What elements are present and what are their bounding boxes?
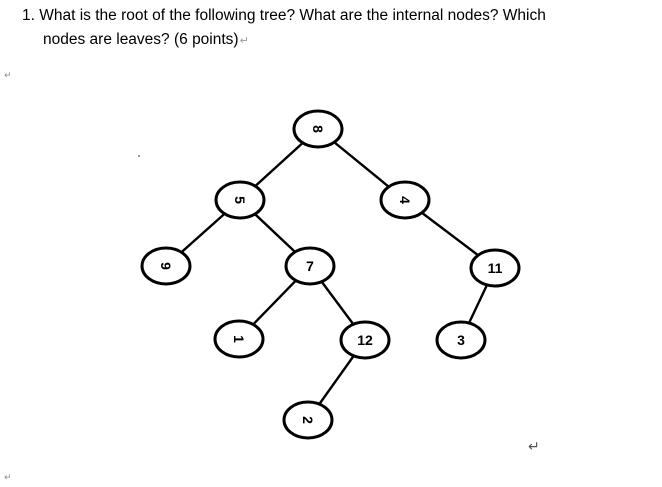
end-paragraph-mark: ↵ [528, 438, 540, 454]
tree-node-8: 8 [292, 109, 344, 149]
paragraph-mark: ↵ [239, 35, 249, 47]
tree-node-label: 5 [232, 196, 248, 204]
stray-dot [138, 155, 140, 157]
margin-paragraph-mark: ↵ [4, 472, 12, 482]
tree-node-7: 7 [284, 246, 336, 286]
margin-paragraph-mark: ↵ [4, 70, 12, 80]
tree-node-label: 9 [158, 262, 174, 270]
tree-node-label: 3 [457, 332, 465, 348]
tree-node-label: 8 [310, 125, 326, 133]
tree-node-circle [435, 320, 487, 360]
tree-node-3: 3 [435, 320, 487, 360]
tree-node-label: 2 [300, 416, 316, 424]
tree-node-circle [339, 320, 391, 360]
tree-node-label: 4 [397, 196, 413, 204]
question-line-1-text: 1. What is the root of the following tre… [22, 7, 546, 24]
tree-node-12: 12 [339, 320, 391, 360]
tree-node-9: 9 [140, 246, 192, 286]
tree-node-label: 11 [488, 260, 503, 276]
tree-node-circle [379, 180, 431, 220]
tree-node-1: 1 [213, 319, 265, 359]
tree-node-label: 12 [357, 332, 373, 348]
tree-node-circle [213, 319, 265, 359]
question-line-2: nodes are leaves? (6 points)↵ [22, 28, 652, 53]
tree-node-2: 2 [282, 400, 334, 440]
tree-node-circle [214, 180, 266, 220]
tree-node-circle [284, 246, 336, 286]
tree-node-label: 1 [231, 335, 247, 343]
question-text: 1. What is the root of the following tre… [22, 4, 652, 53]
tree-node-5: 5 [214, 180, 266, 220]
tree-node-11: 11 [469, 248, 521, 288]
tree-node-label: 7 [306, 258, 314, 274]
tree-node-circle [282, 400, 334, 440]
tree-node-circle [140, 246, 192, 286]
question-line-2-text: nodes are leaves? (6 points) [43, 31, 239, 48]
tree-node-circle [292, 109, 344, 149]
tree-node-circle [469, 248, 521, 288]
question-line-1: 1. What is the root of the following tre… [22, 4, 652, 28]
tree-node-4: 4 [379, 180, 431, 220]
